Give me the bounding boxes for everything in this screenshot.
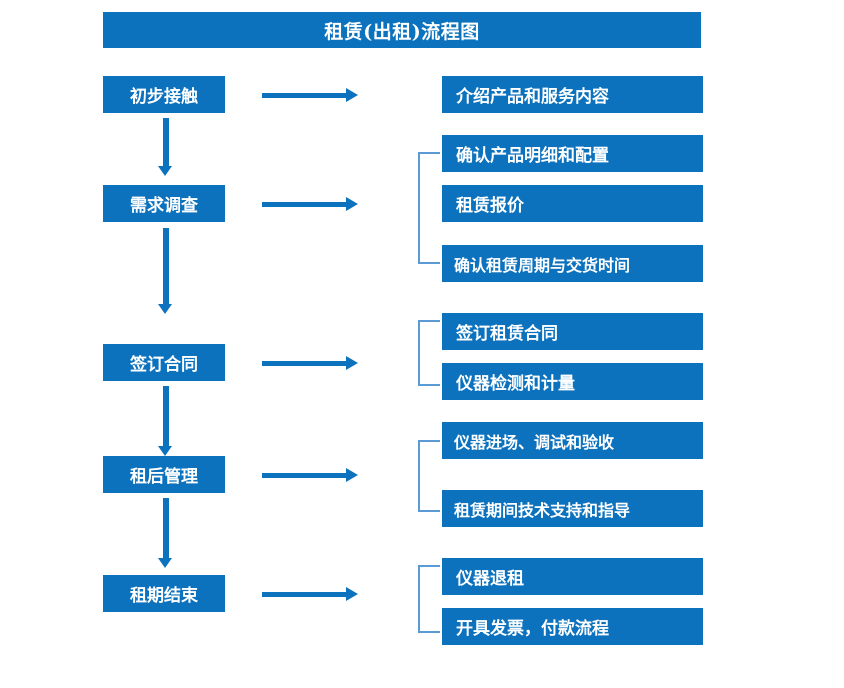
group-bracket-2: [418, 152, 440, 264]
arrow-head-icon: [346, 587, 358, 601]
arrow-down-3: [158, 386, 172, 456]
arrow-stem: [262, 202, 348, 207]
arrow-head-icon: [158, 304, 172, 314]
task-box-g5-1[interactable]: 仪器退租: [442, 558, 703, 595]
stage-box-5[interactable]: 租期结束: [103, 575, 225, 612]
stage-box-2[interactable]: 需求调查: [103, 185, 225, 222]
arrow-head-icon: [346, 468, 358, 482]
arrow-stem: [262, 93, 348, 98]
arrow-right-5: [262, 587, 358, 601]
task-box-g4-1[interactable]: 仪器进场、调试和验收: [442, 422, 703, 459]
task-box-g4-2[interactable]: 租赁期间技术支持和指导: [442, 490, 703, 527]
arrow-head-icon: [346, 197, 358, 211]
page-title: 租赁(出租)流程图: [103, 12, 701, 48]
stage-box-1[interactable]: 初步接触: [103, 76, 225, 113]
stage-box-3[interactable]: 签订合同: [103, 344, 225, 381]
arrow-stem: [163, 498, 169, 558]
arrow-head-icon: [158, 558, 172, 568]
task-box-g2-3[interactable]: 确认租赁周期与交货时间: [442, 245, 703, 282]
task-box-g3-2[interactable]: 仪器检测和计量: [442, 363, 703, 400]
task-box-g3-1[interactable]: 签订租赁合同: [442, 313, 703, 350]
arrow-down-1: [158, 118, 172, 176]
task-box-g1-1[interactable]: 介绍产品和服务内容: [442, 76, 703, 113]
arrow-head-icon: [158, 166, 172, 176]
arrow-stem: [163, 228, 169, 304]
arrow-stem: [262, 592, 348, 597]
group-bracket-4: [418, 440, 440, 512]
arrow-right-3: [262, 356, 358, 370]
arrow-right-4: [262, 468, 358, 482]
arrow-down-4: [158, 498, 172, 568]
arrow-head-icon: [158, 446, 172, 456]
arrow-stem: [163, 118, 169, 166]
task-box-g5-2[interactable]: 开具发票，付款流程: [442, 608, 703, 645]
task-box-g2-1[interactable]: 确认产品明细和配置: [442, 135, 703, 172]
arrow-stem: [163, 386, 169, 446]
group-bracket-5: [418, 565, 440, 633]
group-bracket-3: [418, 320, 440, 386]
arrow-right-2: [262, 197, 358, 211]
arrow-right-1: [262, 88, 358, 102]
arrow-head-icon: [346, 88, 358, 102]
arrow-stem: [262, 361, 348, 366]
arrow-stem: [262, 473, 348, 478]
stage-box-4[interactable]: 租后管理: [103, 456, 225, 493]
arrow-down-2: [158, 228, 172, 314]
task-box-g2-2[interactable]: 租赁报价: [442, 185, 703, 222]
arrow-head-icon: [346, 356, 358, 370]
